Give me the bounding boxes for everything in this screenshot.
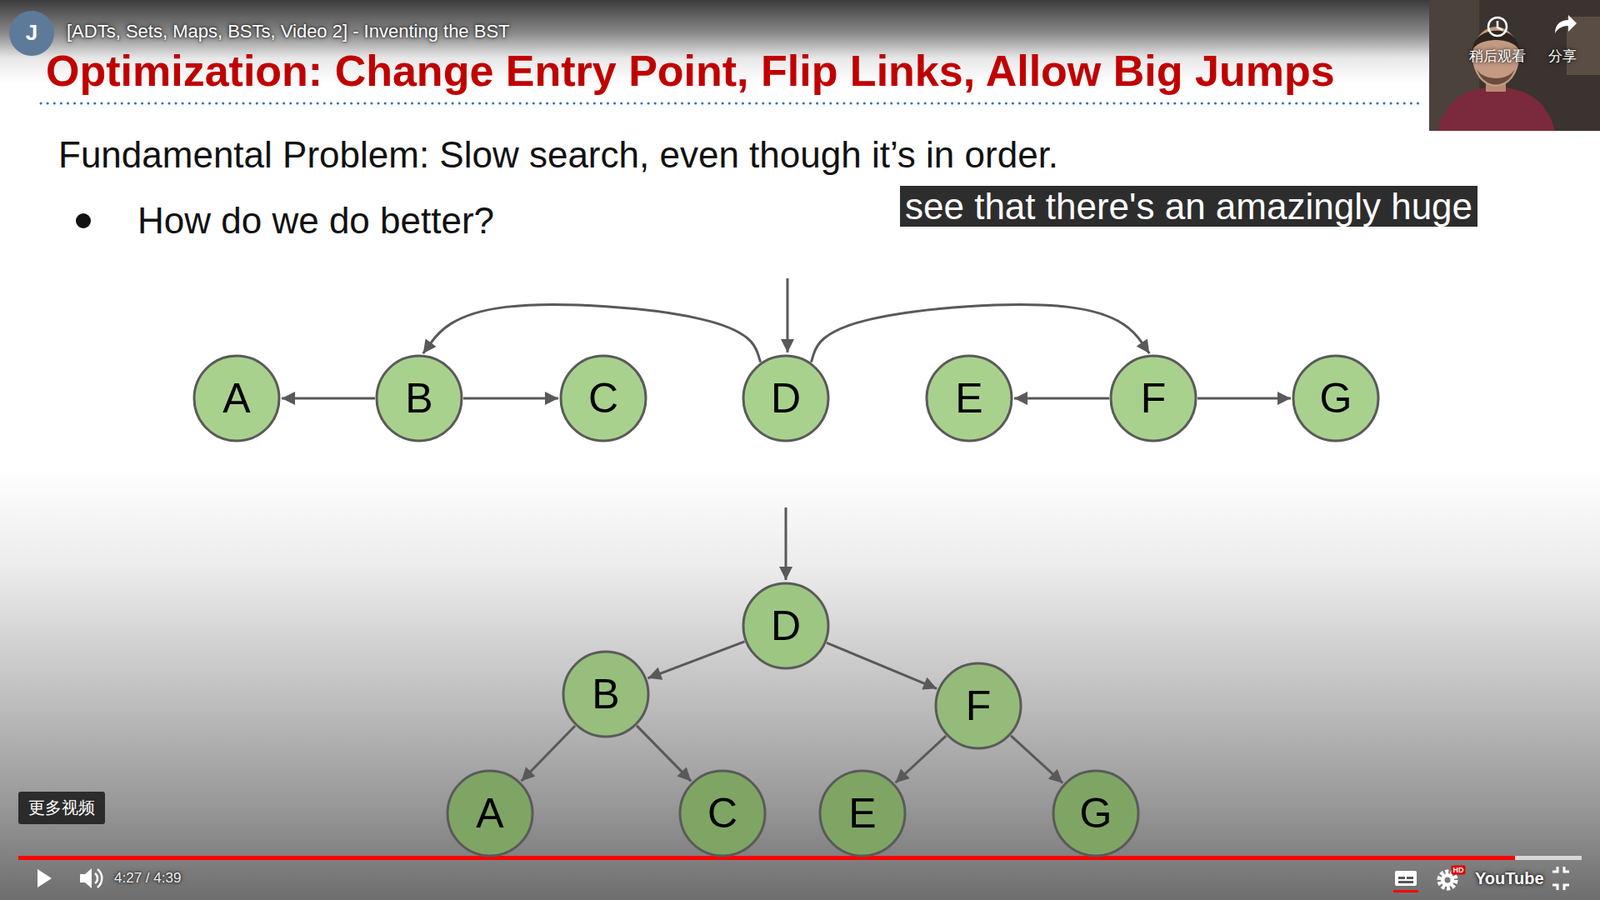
tree-node-circle: A	[445, 769, 535, 858]
node-letter: G	[1080, 792, 1113, 835]
tree-node-circle: E	[818, 769, 907, 858]
node-letter: A	[222, 377, 250, 420]
more-videos-button: 更多视频	[18, 791, 105, 825]
tree-node-circle: C	[678, 769, 767, 858]
node-letter: F	[1140, 377, 1167, 420]
node-circle-shape	[935, 663, 1021, 749]
tree-link-arrow	[423, 304, 761, 362]
node-letter: C	[707, 792, 738, 835]
tree-link-arrow	[281, 397, 375, 400]
node-circle-shape	[1293, 355, 1379, 441]
watch-later-icon	[1488, 17, 1507, 36]
node-letter: G	[1320, 377, 1353, 420]
tree-node-circle: B	[375, 354, 464, 443]
tree-node-circle: E	[925, 354, 1014, 443]
node-letter: E	[955, 377, 983, 420]
subtitle-caption: see that there's an amazingly huge	[900, 185, 1484, 230]
node-circle-shape	[743, 583, 829, 669]
node-letter: A	[475, 792, 504, 835]
volume-icon	[80, 868, 102, 889]
tree-node-circle: G	[1051, 769, 1140, 858]
slide-title: Optimization: Change Entry Point, Flip L…	[45, 46, 1335, 97]
tree-node-circle: B	[561, 650, 650, 739]
node-circle-shape	[376, 355, 462, 441]
share-label: 分享	[1548, 48, 1577, 65]
video-title: [ADTs, Sets, Maps, BSTs, Video 2] - Inve…	[66, 20, 510, 42]
tree-node-circle: D	[741, 581, 830, 670]
node-letter: F	[965, 685, 992, 727]
tree-link-arrow	[810, 304, 1150, 362]
node-circle-shape	[1053, 770, 1139, 856]
tree-link-arrow	[636, 725, 691, 782]
node-circle-shape	[820, 770, 905, 856]
bullet-text: How do we do better?	[137, 200, 495, 243]
node-circle-shape	[926, 355, 1012, 441]
node-letter: B	[405, 377, 433, 420]
subtitles-icon	[1393, 870, 1419, 893]
webcam-picture	[1429, 0, 1600, 131]
tree-node-circle: F	[1109, 354, 1198, 443]
problem-statement: Fundamental Problem: Slow search, even t…	[58, 134, 1059, 177]
entry-arrow	[785, 507, 788, 580]
node-circle-shape	[194, 355, 280, 441]
node-circle-shape	[743, 355, 829, 441]
tree-node-circle: G	[1291, 354, 1380, 443]
watch-later-label: 稍后观看	[1469, 48, 1526, 65]
tree-node-circle: C	[559, 354, 648, 443]
tree-link-arrow	[463, 397, 559, 400]
tree-link-arrow	[1197, 397, 1291, 400]
node-circle-shape	[680, 770, 765, 856]
share-icon	[1555, 15, 1577, 34]
progress-bar	[18, 855, 1515, 860]
node-circle-shape	[1110, 355, 1196, 441]
tree-link-arrow	[1010, 735, 1063, 784]
channel-initial: J	[25, 20, 38, 46]
progress-track	[1515, 855, 1582, 860]
youtube-logo: YouTube	[1475, 869, 1545, 889]
tree-link-arrow	[895, 735, 947, 783]
dotted-rule	[40, 102, 1424, 105]
bullet-dot	[75, 213, 91, 229]
node-letter: C	[588, 377, 619, 420]
tree-node-circle: A	[192, 354, 281, 443]
tree-node-circle: F	[934, 661, 1023, 750]
tree-link-arrow	[826, 642, 937, 689]
tree-link-arrow	[521, 725, 575, 781]
exit-fullscreen-icon	[1552, 866, 1570, 890]
tree-link-arrow	[1014, 397, 1110, 400]
node-letter: B	[591, 673, 620, 715]
node-letter: E	[848, 792, 876, 835]
play-icon	[37, 869, 52, 888]
time-display: 4:27 / 4:39	[114, 870, 181, 887]
node-letter: D	[770, 605, 801, 647]
subtitle-line: see that there's an amazingly huge	[900, 185, 1478, 227]
node-circle-shape	[560, 355, 646, 441]
entry-arrow	[786, 278, 790, 353]
tree-node-circle: D	[741, 354, 830, 443]
node-circle-shape	[447, 770, 533, 856]
hd-badge: HD	[1451, 865, 1466, 875]
node-letter: D	[770, 377, 801, 420]
tree-link-arrow	[647, 641, 745, 679]
node-circle-shape	[563, 651, 649, 737]
